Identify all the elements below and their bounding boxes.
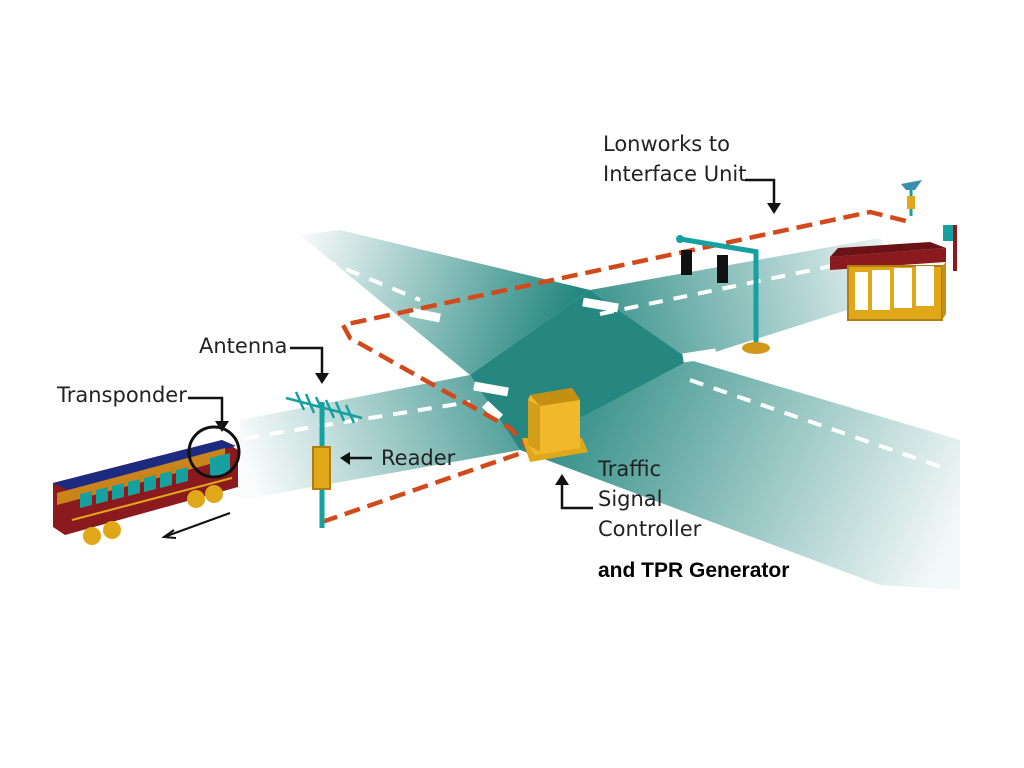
lonworks-label-line2: Interface Unit [603, 162, 747, 186]
remote-antenna-icon [901, 180, 922, 216]
controller-arrow-icon [560, 481, 593, 510]
tpr-generator-label: and TPR Generator [598, 559, 790, 582]
lonworks-label-line1: Lonworks to [603, 132, 731, 156]
leader-arrows [188, 178, 776, 510]
controller-cabinet-icon [522, 388, 588, 462]
bus-icon [53, 440, 238, 545]
transponder-highlight-circle [187, 425, 241, 479]
antenna-arrow-icon [290, 346, 324, 377]
traffic-signal-pole [676, 235, 770, 354]
traffic-label-line1: Traffic [598, 457, 662, 481]
crosswalk-bars [409, 297, 717, 422]
road-south [520, 360, 960, 590]
traffic-signal-controller-label: Traffic Signal Controller [598, 454, 701, 544]
road-west [240, 375, 520, 500]
transponder-label: Transponder [57, 383, 187, 407]
traffic-label-line3: Controller [598, 517, 702, 541]
lane-markings [244, 248, 951, 472]
lonworks-arrow-icon [745, 178, 776, 207]
reader-unit-icon [312, 446, 331, 490]
reader-label: Reader [381, 446, 456, 470]
bus-shelter-icon [830, 242, 946, 321]
antenna-mast [285, 391, 363, 528]
bus-stop-sign-icon [943, 225, 957, 271]
road-center [470, 290, 690, 450]
signal-head-right [717, 255, 728, 283]
bus-direction-arrow-icon [161, 512, 231, 539]
transponder-arrow-icon [188, 396, 224, 425]
lonworks-label: Lonworks to Interface Unit [603, 129, 746, 189]
traffic-label-line2: Signal [598, 487, 663, 511]
antenna-label: Antenna [199, 334, 288, 358]
signal-head-left [681, 250, 692, 275]
arrowheads [215, 203, 781, 485]
